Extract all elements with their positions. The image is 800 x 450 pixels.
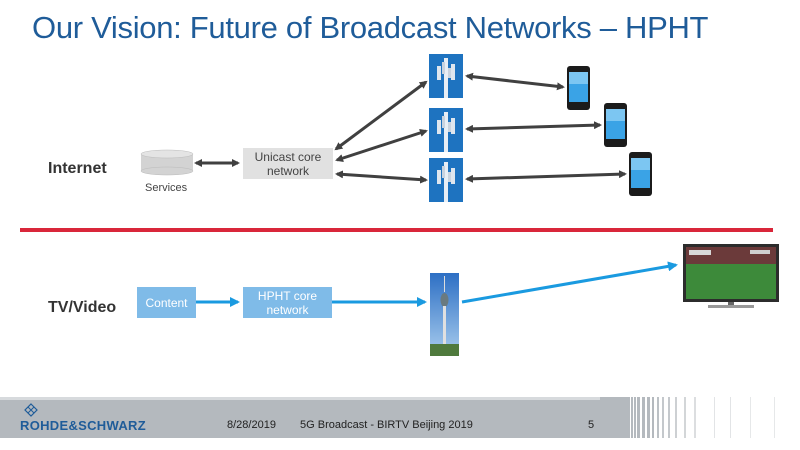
hpht-label-line2: network — [266, 302, 309, 317]
content-label: Content — [145, 295, 188, 310]
unicast-label-line1: Unicast core — [254, 149, 322, 164]
footer-date: 8/28/2019 — [227, 419, 276, 431]
services-label: Services — [145, 182, 188, 194]
arrow-tower-phone-2 — [465, 121, 602, 133]
footer-bottom-margin — [0, 438, 800, 450]
arrow-unicast-tower-1 — [334, 80, 428, 151]
arrow-unicast-tower-3 — [335, 170, 428, 184]
footer-event: 5G Broadcast - BIRTV Beijing 2019 — [300, 419, 473, 431]
section-divider — [20, 228, 773, 232]
arrow-tower-tv — [461, 261, 678, 304]
arrow-tower-phone-1 — [465, 72, 565, 91]
cell-tower-icon — [429, 108, 463, 152]
cell-tower-icon — [429, 54, 463, 98]
hpht-label-line1: HPHT core — [257, 288, 318, 303]
row-label-tv-video: TV/Video — [48, 299, 117, 316]
page-number: 5 — [588, 419, 595, 431]
content-box: Content — [137, 287, 196, 318]
row-label-internet: Internet — [48, 160, 107, 177]
arrow-tower-phone-3 — [465, 170, 627, 183]
company-logo: ROHDE&SCHWARZ — [20, 418, 146, 433]
arrow-unicast-tower-2 — [335, 129, 428, 162]
cell-tower-icon — [429, 158, 463, 202]
slide-title: Our Vision: Future of Broadcast Networks… — [32, 10, 709, 45]
unicast-label-line2: network — [266, 163, 309, 178]
